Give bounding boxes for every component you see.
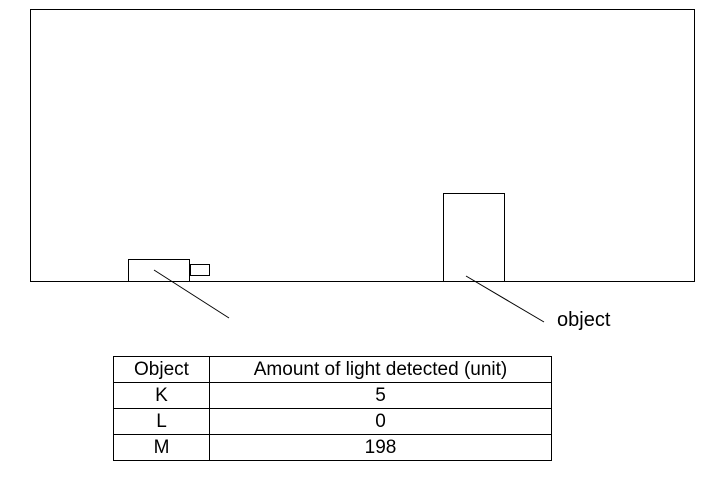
light-results-table: Object Amount of light detected (unit) K… <box>113 356 552 461</box>
object-callout-line <box>465 275 545 323</box>
table-header-row: Object Amount of light detected (unit) <box>113 356 552 383</box>
cell-object: K <box>113 382 210 409</box>
cell-amount: 198 <box>209 434 552 461</box>
header-amount: Amount of light detected (unit) <box>209 356 552 383</box>
light-source-lens <box>190 264 210 276</box>
table-row: K 5 <box>113 382 552 409</box>
cell-object: L <box>113 408 210 435</box>
table-row: L 0 <box>113 408 552 435</box>
cell-object: M <box>113 434 210 461</box>
table-row: M 198 <box>113 434 552 461</box>
header-object: Object <box>113 356 210 383</box>
object-block <box>443 193 505 282</box>
light-source-body <box>128 259 190 282</box>
light-source-callout-line <box>153 269 230 319</box>
cell-amount: 0 <box>209 408 552 435</box>
box-enclosure <box>30 9 695 282</box>
object-label: object <box>557 309 611 331</box>
cell-amount: 5 <box>209 382 552 409</box>
